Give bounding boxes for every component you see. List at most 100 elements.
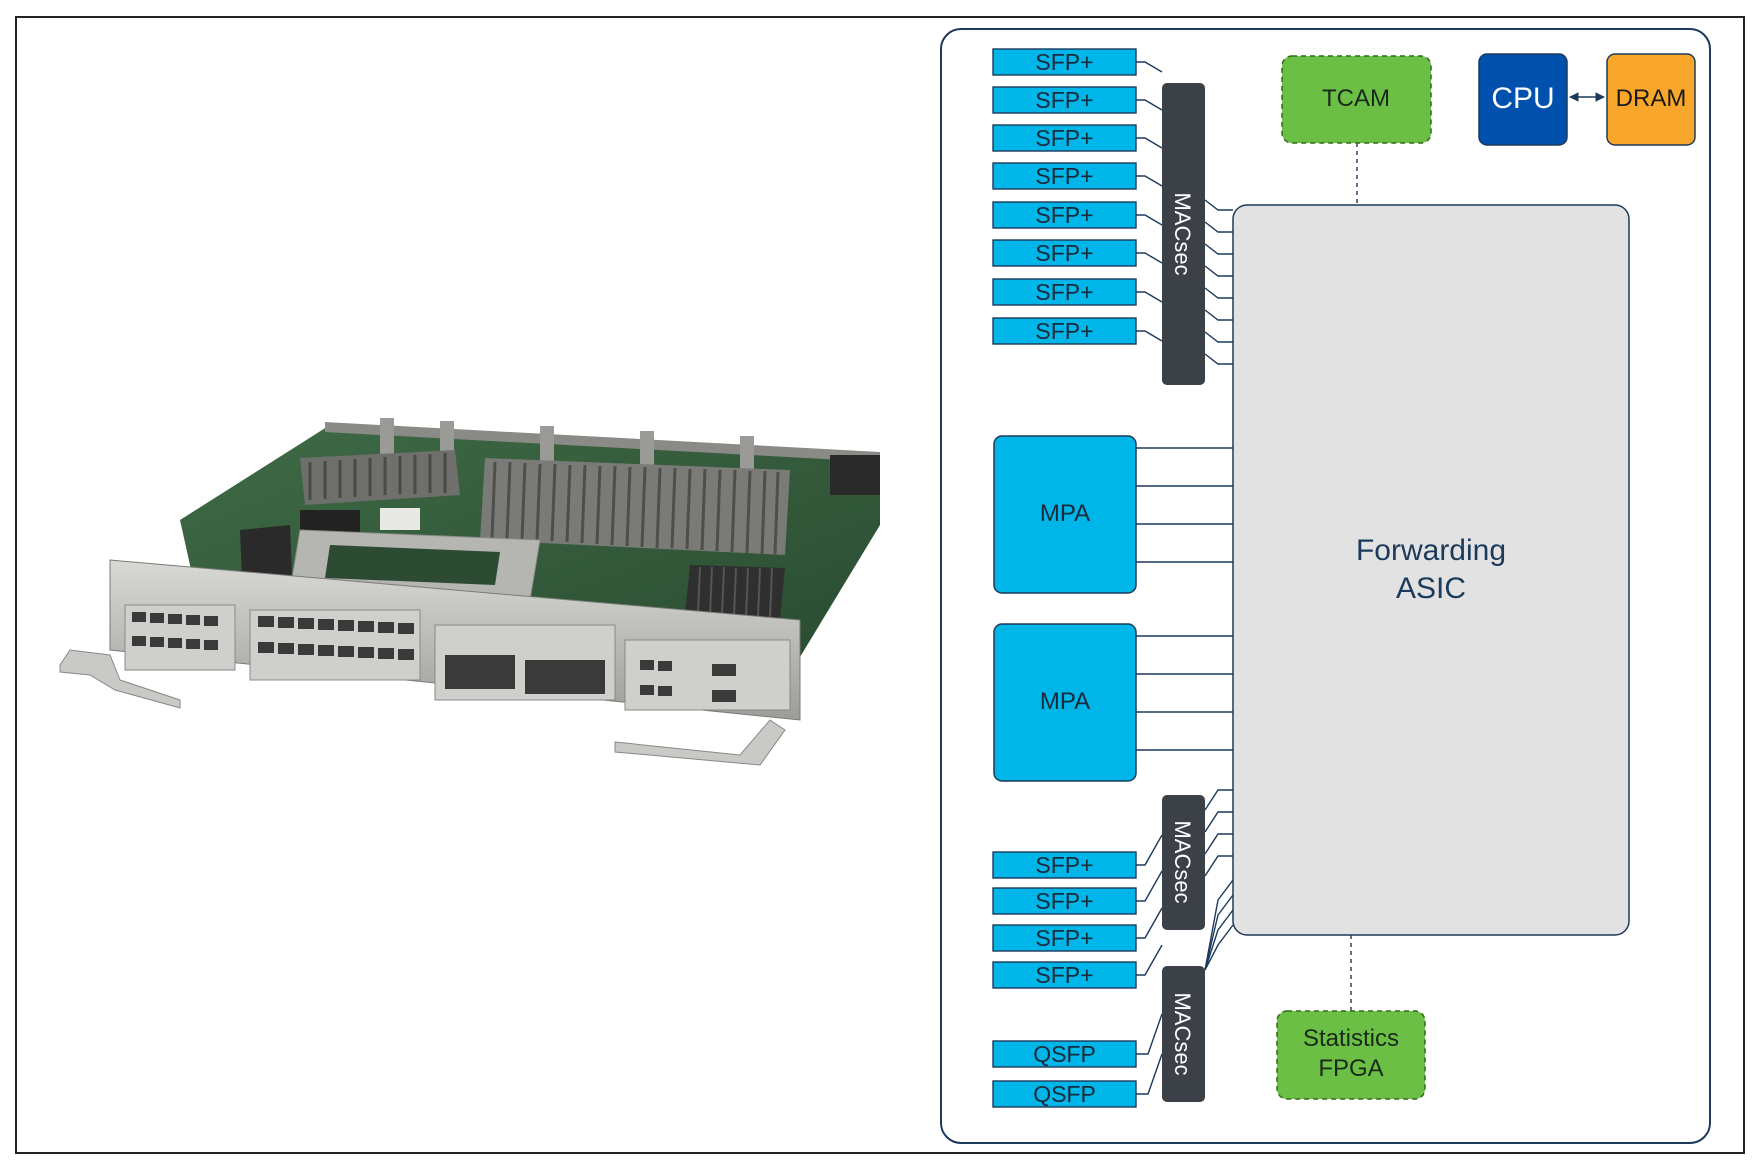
card-rear-brackets <box>380 418 754 476</box>
heatsink-left-side <box>240 525 292 580</box>
bracket-opening <box>325 545 500 585</box>
port-module-2 <box>249 609 421 681</box>
sfp-top-port: SFP+ <box>992 48 1137 76</box>
sfp-bottom-port: SFP+ <box>992 961 1137 989</box>
sfp-to-macsec-line <box>1136 834 1163 866</box>
sfp-top-port-label: SFP+ <box>1035 125 1093 151</box>
heatsink-small <box>300 450 460 505</box>
sfp-top-port-label: SFP+ <box>1035 202 1093 228</box>
sfp-bottom-port-label: SFP+ <box>1035 852 1093 878</box>
macsec-to-asic-line <box>1204 879 1234 971</box>
sfp-top-port-label: SFP+ <box>1035 49 1093 75</box>
qsfp-port-label: QSFP <box>1033 1041 1096 1067</box>
qsfp-port: QSFP <box>992 1040 1137 1068</box>
sfp-top-port-label: SFP+ <box>1035 240 1093 266</box>
macsec-to-asic-line <box>1204 894 1234 971</box>
sfp-top-port: SFP+ <box>992 317 1137 345</box>
port-list: SFP+ SFP+ SFP+ SFP+ SFP+ SFP+ SFP+ SFP+ SFP+ SFP+… <box>992 48 1137 1108</box>
sfp-to-macsec-line <box>1136 61 1163 73</box>
port-module-3 <box>434 624 616 701</box>
macsec-to-asic-line <box>1204 855 1233 877</box>
macsec-to-asic-line <box>1204 833 1233 855</box>
qsfp-port: QSFP <box>992 1080 1137 1108</box>
macsec-to-asic-line <box>1204 221 1233 233</box>
sfp-top-port-label: SFP+ <box>1035 87 1093 113</box>
tcam-box <box>1281 55 1432 144</box>
sfp-to-macsec-line <box>1136 291 1163 303</box>
macsec-to-asic-line <box>1204 909 1234 971</box>
sfp-top-port: SFP+ <box>992 162 1137 190</box>
port-module-1 <box>124 604 236 671</box>
connection-lines <box>1136 61 1234 1095</box>
figure-border <box>15 16 1745 1154</box>
cpu-label: CPU <box>1491 82 1554 115</box>
sfp-to-macsec-line <box>1136 175 1163 187</box>
qsfp-to-macsec-line <box>1136 1053 1163 1095</box>
forwarding-asic-box <box>1232 204 1630 936</box>
sfp-bottom-port-label: SFP+ <box>1035 888 1093 914</box>
sfp-bottom-port: SFP+ <box>992 851 1137 879</box>
ejector-handle-left <box>59 649 181 709</box>
sfp-to-macsec-line <box>1136 137 1163 149</box>
macsec-to-asic-line <box>1204 309 1233 321</box>
macsec-to-asic-line <box>1204 287 1233 299</box>
line-card-photo <box>59 418 880 766</box>
heatsink-right <box>685 565 785 620</box>
asic-label-line2: ASIC <box>1396 572 1466 605</box>
dram-label: DRAM <box>1616 85 1687 112</box>
sfp-to-macsec-line <box>1136 330 1163 342</box>
sfp-to-macsec-line <box>1136 907 1163 939</box>
stats-label-line2: FPGA <box>1318 1055 1383 1082</box>
sfp-to-macsec-line <box>1136 214 1163 226</box>
chip-label <box>380 508 420 530</box>
block-diagram: Forwarding ASIC TCAM CPU DRAM Statistics… <box>940 28 1711 1144</box>
sfp-top-port: SFP+ <box>992 239 1137 267</box>
tcam-label: TCAM <box>1322 85 1390 112</box>
sfp-to-macsec-line <box>1136 99 1163 111</box>
sfp-to-macsec-line <box>1136 944 1163 976</box>
sfp-top-port: SFP+ <box>992 201 1137 229</box>
statistics-fpga-box <box>1276 1010 1426 1100</box>
mpa-1-label: MPA <box>1040 500 1090 527</box>
sfp-top-port-label: SFP+ <box>1035 279 1093 305</box>
ejector-handle-right <box>614 719 786 766</box>
macsec-top-label: MACsec <box>1170 192 1195 275</box>
macsec-to-asic-line <box>1204 353 1233 365</box>
card-rear-connector <box>830 455 880 495</box>
sfp-to-macsec-line <box>1136 252 1163 264</box>
macsec-to-asic-line <box>1204 331 1233 343</box>
sfp-bottom-port: SFP+ <box>992 924 1137 952</box>
macsec-to-asic-line <box>1204 199 1233 211</box>
cpu-box <box>1478 53 1568 146</box>
macsec-to-asic-line <box>1204 811 1233 833</box>
sfp-bottom-port-label: SFP+ <box>1035 925 1093 951</box>
sfp-top-port: SFP+ <box>992 278 1137 306</box>
port-module-4 <box>624 639 791 711</box>
macsec-middle: MACsec <box>1162 795 1205 930</box>
heatsink-large <box>480 458 790 555</box>
qsfp-port-label: QSFP <box>1033 1081 1096 1107</box>
sfp-to-macsec-line <box>1136 870 1163 902</box>
sfp-top-port-label: SFP+ <box>1035 318 1093 344</box>
qsfp-to-macsec-line <box>1136 1013 1163 1055</box>
macsec-bottom-label: MACsec <box>1170 992 1195 1075</box>
macsec-to-asic-line <box>1204 265 1233 277</box>
mpa-2: MPA <box>993 623 1137 782</box>
stats-label-line1: Statistics <box>1303 1025 1399 1052</box>
sfp-top-port-label: SFP+ <box>1035 163 1093 189</box>
sfp-top-port: SFP+ <box>992 124 1137 152</box>
macsec-bottom: MACsec <box>1162 966 1205 1102</box>
macsec-to-asic-line <box>1204 789 1233 811</box>
mpa-1: MPA <box>993 435 1137 594</box>
macsec-to-asic-line <box>1204 243 1233 255</box>
sfp-bottom-port-label: SFP+ <box>1035 962 1093 988</box>
macsec-to-asic-line <box>1204 924 1234 971</box>
macsec-top: MACsec <box>1162 83 1205 385</box>
macsec-middle-label: MACsec <box>1170 820 1195 903</box>
mpa-2-label: MPA <box>1040 688 1090 715</box>
dram-box <box>1606 53 1696 146</box>
sfp-bottom-port: SFP+ <box>992 887 1137 915</box>
sfp-top-port: SFP+ <box>992 86 1137 114</box>
asic-label-line1: Forwarding <box>1356 534 1506 567</box>
